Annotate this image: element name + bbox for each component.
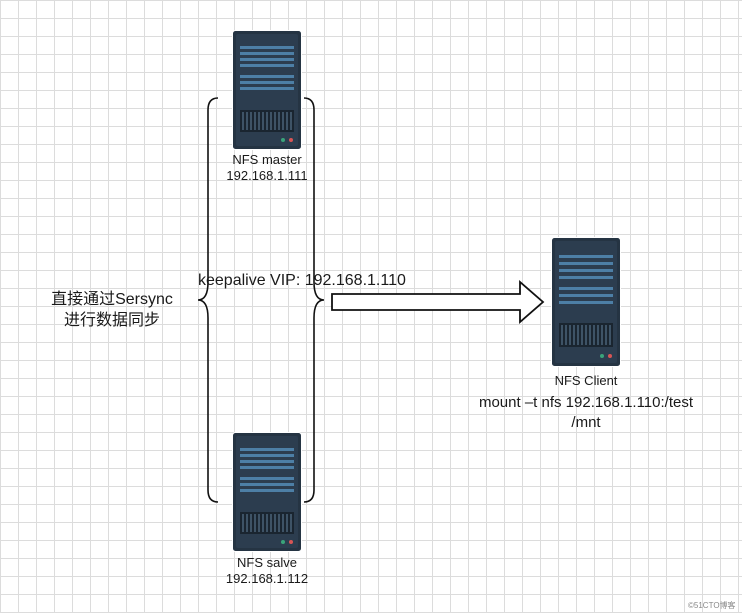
nfs-slave-ip: 192.168.1.112 — [225, 571, 309, 586]
nfs-master-label: NFS master 192.168.1.111 — [217, 152, 317, 184]
nfs-client-mount-command: mount –t nfs 192.168.1.110:/test /mnt — [466, 393, 706, 433]
mount-command-line2: /mnt — [571, 414, 601, 431]
left-curly-brace — [197, 97, 219, 503]
sync-line1: 直接通过Sersync — [51, 291, 173, 308]
right-arrow-icon — [331, 280, 545, 324]
nfs-slave-name: NFS salve — [237, 555, 297, 570]
keepalive-vip-label: keepalive VIP: 192.168.1.110 — [198, 272, 406, 289]
nfs-master-server-icon — [232, 30, 302, 150]
sync-description: 直接通过Sersync 进行数据同步 — [42, 289, 182, 331]
nfs-slave-server-icon — [232, 432, 302, 552]
nfs-client-name: NFS Client — [554, 373, 618, 388]
nfs-slave-label: NFS salve 192.168.1.112 — [217, 555, 317, 587]
nfs-master-ip: 192.168.1.111 — [226, 168, 308, 183]
sync-line2: 进行数据同步 — [63, 312, 160, 329]
watermark: ©51CTO博客 — [688, 601, 736, 610]
right-curly-brace — [303, 97, 325, 503]
nfs-client-server-icon — [551, 237, 621, 367]
nfs-master-name: NFS master — [232, 152, 302, 167]
mount-command-line1: mount –t nfs 192.168.1.110:/test — [478, 394, 694, 411]
